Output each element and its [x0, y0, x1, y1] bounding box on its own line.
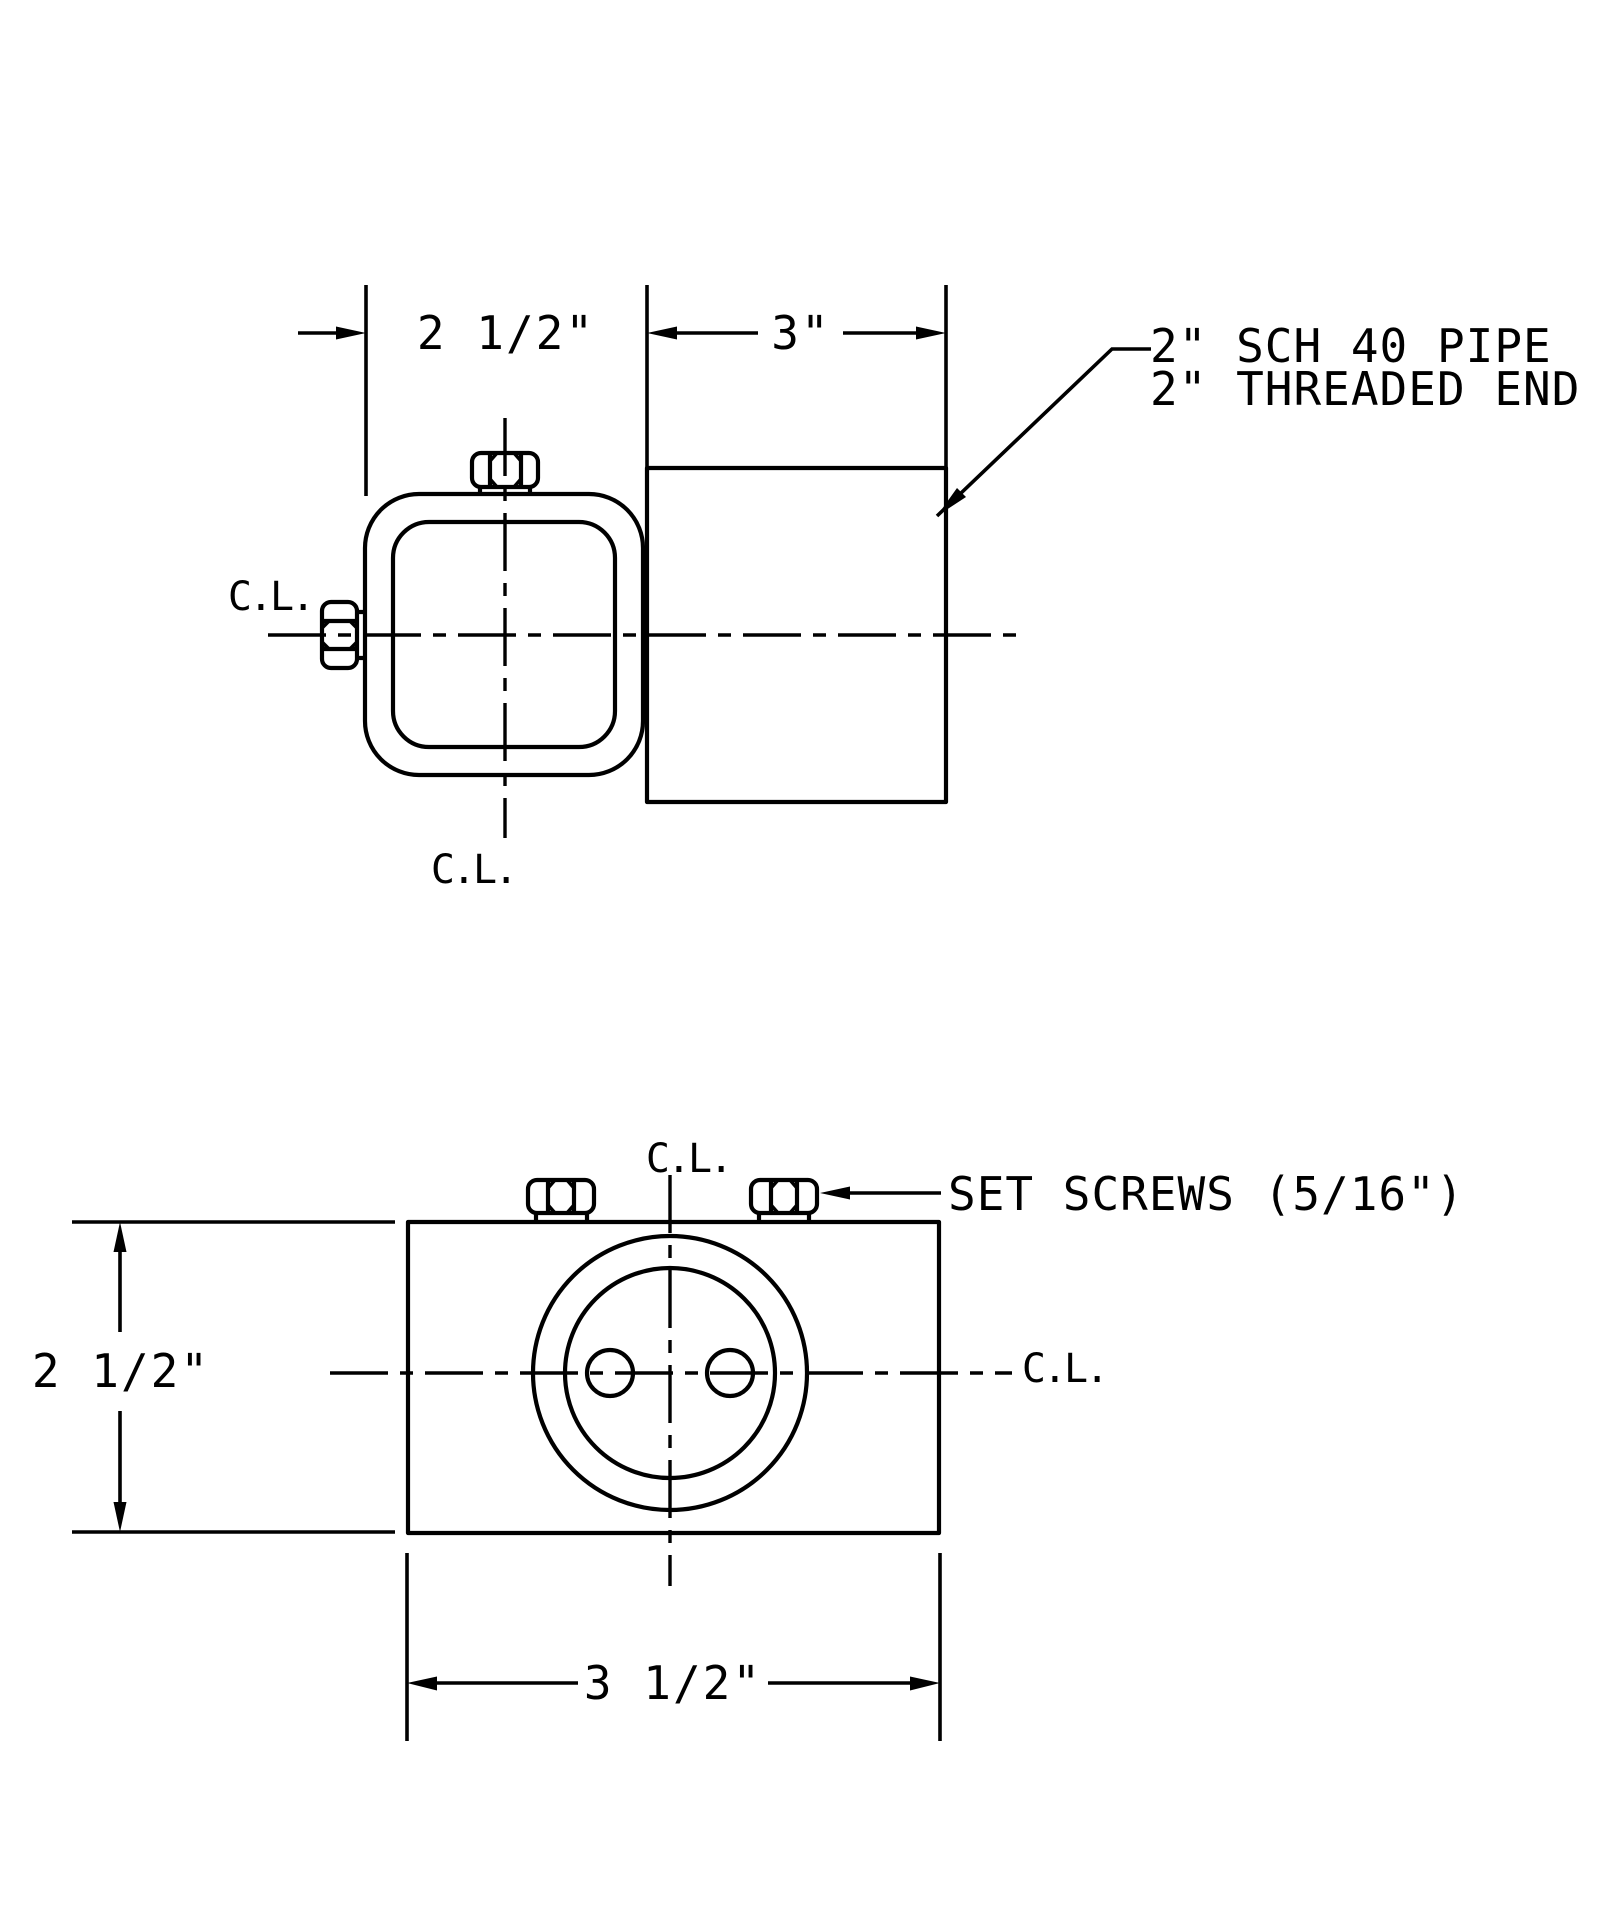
width-dimension-label: 3 1/2" [584, 1656, 762, 1710]
arrowhead-downleft-icon [937, 488, 966, 516]
centerline-label-right: C.L. [1022, 1346, 1106, 1392]
nut-chamfer-lines [320, 619, 359, 651]
set-screw-nut-right [748, 1177, 820, 1222]
pipe-note-leader [935, 347, 1151, 518]
bore-outer-circle [530, 1233, 810, 1513]
collar-block-outline [405, 1219, 942, 1536]
arrowhead-down-icon [113, 1502, 127, 1532]
height-dimension: 2 1/2" [32, 1220, 395, 1534]
arrowhead-left-icon [647, 326, 677, 340]
width-dimension: 2 1/2" [298, 306, 595, 360]
nut-washer [357, 609, 365, 661]
front-view: SET SCREWS (5/16") 2 1/2" 3 1/2" C.L. C.… [32, 1136, 1465, 1741]
nut-washer [533, 1213, 590, 1222]
set-screw-hole-left [584, 1347, 636, 1399]
nut-washer [477, 487, 533, 494]
nut-body [469, 450, 541, 490]
set-screw-note: SET SCREWS (5/16") [948, 1167, 1465, 1221]
nut-body [319, 599, 360, 671]
width-dimension: 3 1/2" [405, 1553, 942, 1741]
centerline-label-top: C.L. [646, 1136, 730, 1182]
set-screw-hole-right [704, 1347, 756, 1399]
nut-chamfer-lines [488, 451, 523, 489]
height-dimension-label: 2 1/2" [32, 1344, 210, 1398]
nut-washer [756, 1213, 812, 1222]
bore-inner-circle [562, 1265, 778, 1481]
pipe-note-line1: 2" SCH 40 PIPE [1150, 319, 1552, 373]
set-screw-nut-left [525, 1177, 597, 1222]
collar-outer-profile [362, 491, 646, 778]
nut-body [525, 1177, 597, 1216]
set-screw-leader [820, 1186, 941, 1200]
centerline-label-left: C.L. [228, 574, 312, 620]
leader-line [935, 347, 1151, 518]
arrowhead-right-icon [916, 326, 946, 340]
nut-body [748, 1177, 820, 1216]
arrowhead-right-icon [910, 1676, 940, 1691]
arrowhead-right-icon [336, 326, 366, 340]
centerline-label-bottom: C.L. [431, 847, 515, 893]
pipe-outline [644, 465, 949, 805]
pipe-note-line2: 2" THREADED END [1150, 362, 1580, 416]
pipe-length-dimension: 3" [647, 306, 946, 360]
collar-inner-profile [390, 519, 618, 750]
nut-chamfer-lines [546, 1178, 576, 1215]
width-dimension-label: 2 1/2" [417, 306, 595, 360]
arrowhead-left-icon [820, 1186, 850, 1200]
nut-chamfer-lines [769, 1178, 799, 1215]
arrowhead-left-icon [407, 1676, 437, 1691]
arrowhead-up-icon [113, 1222, 127, 1252]
side-view: 2 1/2" 3" [228, 285, 1580, 893]
set-screw-nut-side [319, 599, 365, 671]
pipe-length-label: 3" [771, 306, 830, 360]
set-screw-nut-top [469, 450, 541, 494]
